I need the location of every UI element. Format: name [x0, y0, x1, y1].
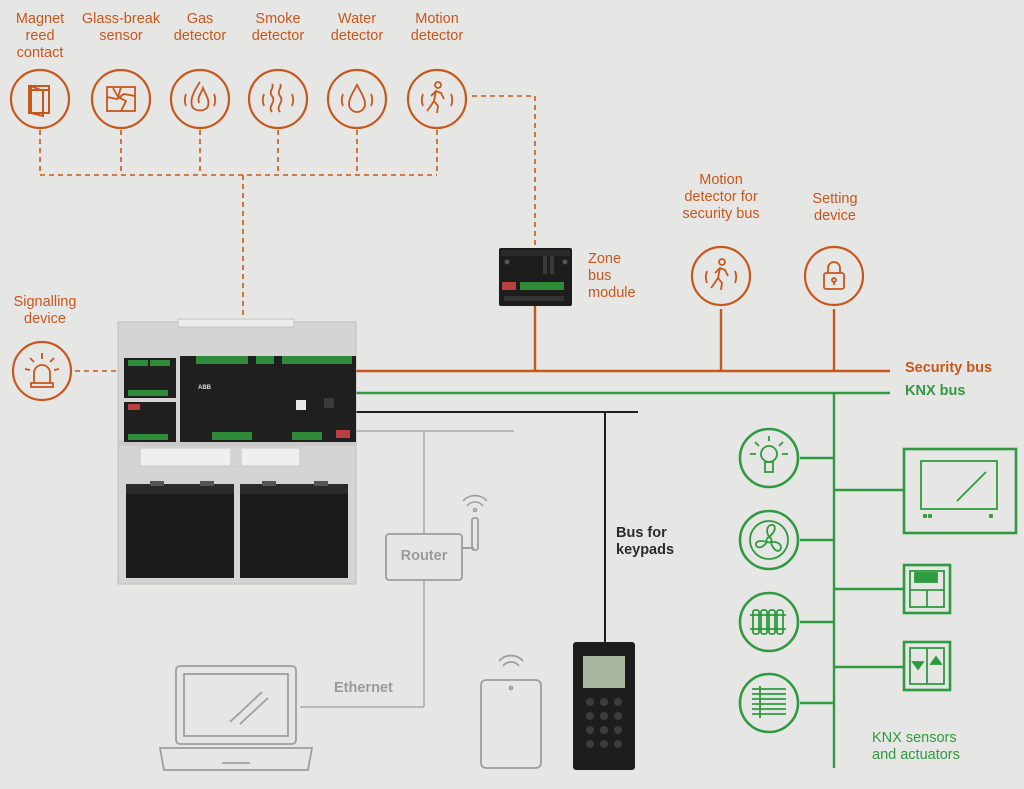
router-label: Router — [400, 548, 448, 564]
detector-wiring — [39, 95, 536, 372]
router-device — [385, 494, 488, 581]
setting-device — [803, 245, 865, 307]
flame-icon — [183, 81, 217, 112]
fan-device — [738, 509, 800, 571]
security-bus-motion-detector — [690, 245, 752, 307]
water-detector-device — [326, 68, 388, 130]
security-bus-label: Security bus — [905, 360, 993, 376]
walking-person-icon — [704, 258, 738, 291]
tablet-icon — [480, 654, 542, 769]
knx-bus-line — [356, 391, 904, 768]
gas-detector-device — [169, 68, 231, 130]
keypad-bus-line — [356, 411, 638, 642]
wifi-icon — [498, 654, 524, 667]
fan-icon — [749, 520, 789, 560]
security-bus-line — [356, 306, 890, 373]
light-bulb-device — [738, 427, 800, 489]
smoke-icon — [261, 83, 295, 113]
signalling-device — [11, 340, 73, 402]
siren-icon — [24, 353, 60, 388]
blind-switch-icon — [909, 647, 945, 685]
room-thermostat-icon — [909, 570, 945, 608]
padlock-icon — [823, 261, 845, 290]
touch-panel-icon — [920, 460, 998, 518]
glass-break-sensor-device — [90, 68, 152, 130]
panel-brand-logo: ABB — [198, 385, 212, 391]
smoke-detector-device — [247, 68, 309, 130]
blinds-device — [738, 672, 800, 734]
control-panel: ABB — [117, 318, 357, 585]
door-icon — [28, 84, 50, 118]
motion-detector-device — [406, 68, 468, 130]
ethernet-line — [300, 430, 514, 708]
magnet-reed-contact-device — [9, 68, 71, 130]
walking-person-icon — [420, 81, 454, 114]
keypad-device — [573, 642, 635, 770]
wifi-icon — [462, 494, 488, 513]
laptop-icon — [158, 665, 314, 771]
light-bulb-icon — [750, 436, 788, 473]
glass-break-icon — [106, 86, 136, 112]
knx-bus-label: KNX bus — [905, 383, 966, 399]
blind-switch-device — [902, 640, 952, 692]
room-thermostat-device — [902, 563, 952, 615]
ethernet-label: Ethernet — [334, 680, 393, 696]
radiator-icon — [750, 609, 786, 635]
zone-bus-module — [499, 248, 572, 306]
blinds-icon — [752, 686, 786, 718]
water-drop-icon — [340, 83, 374, 113]
touch-panel-device — [902, 447, 1018, 535]
radiator-device — [738, 591, 800, 653]
